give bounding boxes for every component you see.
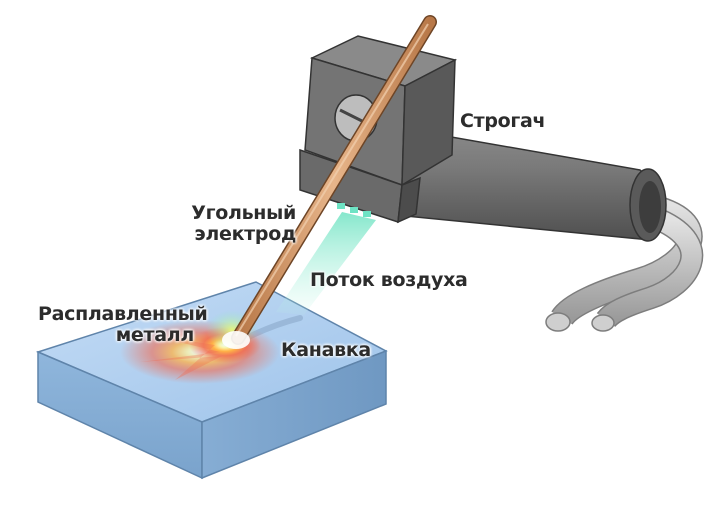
label-molten-metal-line2: металл <box>115 324 195 346</box>
arc-glow <box>222 331 250 349</box>
label-gouger: Строгач <box>460 110 546 132</box>
label-air-flow: Поток воздуха <box>310 269 468 291</box>
label-groove: Канавка <box>281 339 371 361</box>
hoses <box>545 192 704 332</box>
label-molten-metal-line1: Расплавленный <box>38 303 208 325</box>
label-carbon-electrode-line2: электрод <box>194 223 296 245</box>
label-carbon-electrode: Угольный электрод <box>186 203 296 245</box>
air-flow-stream <box>276 212 376 315</box>
label-molten-metal: Расплавленный металл <box>38 303 208 346</box>
carbon-electrode <box>231 15 437 345</box>
gouger-handle <box>394 127 667 242</box>
label-carbon-electrode-line1: Угольный <box>191 202 296 224</box>
plate-right-face <box>201 349 387 480</box>
gouger-head <box>299 35 458 224</box>
